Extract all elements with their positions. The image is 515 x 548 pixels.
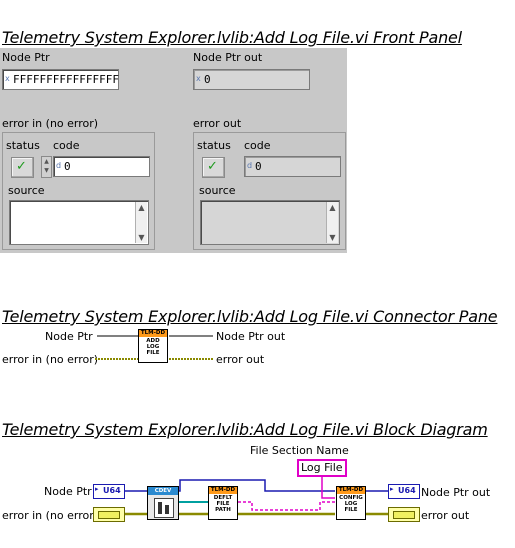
vi-text-line: ADD [146,338,160,344]
error-cluster-icon [98,511,120,519]
file-section-name-label: File Section Name [250,444,349,457]
code-value: 0 [255,160,262,173]
cdev-subvi[interactable]: CDEV [147,486,179,520]
cp-node-ptr-out-label: Node Ptr out [216,330,286,343]
radix-indicator: x [5,74,10,83]
bd-node-ptr-label: Node Ptr [44,485,92,498]
node-ptr-out-terminal[interactable]: ▸ U64 [388,484,420,499]
checkmark-icon: ✓ [207,159,218,174]
cdev-header: CDEV [148,487,178,495]
building-icon [154,498,174,518]
code-label: code [53,139,80,152]
bd-node-ptr-out-label: Node Ptr out [421,486,491,499]
cp-error-out-label: error out [216,353,265,366]
node-ptr-out-label: Node Ptr out [193,51,263,64]
node-ptr-control[interactable]: x FFFFFFFFFFFFFFFF [2,69,119,90]
status-label: status [197,139,231,152]
node-ptr-label: Node Ptr [2,51,50,64]
error-out-terminal[interactable] [388,507,420,522]
code-indicator: d 0 [244,156,341,177]
node-ptr-terminal[interactable]: ▸ U64 [93,484,125,499]
block-diagram-title: Telemetry System Explorer.lvlib:Add Log … [2,420,488,439]
source-text-indicator: ▲▼ [200,200,340,245]
front-panel: Node Ptr x FFFFFFFFFFFFFFFF Node Ptr out… [0,48,347,253]
scroll-down-icon[interactable]: ▼ [329,233,336,242]
vi-text-line: FILE [344,507,358,513]
vi-text-line: PATH [215,507,231,513]
source-label: source [199,184,236,197]
error-cluster-icon [393,511,415,519]
node-ptr-value: FFFFFFFFFFFFFFFF [13,73,119,86]
status-checkbox[interactable]: ✓ [11,157,34,178]
cp-error-in-label: error in (no error) [2,353,99,366]
source-text-area[interactable]: ▲▼ [9,200,149,245]
source-label: source [8,184,45,197]
front-panel-title: Telemetry System Explorer.lvlib:Add Log … [2,28,462,47]
node-ptr-out-indicator: x 0 [193,69,310,90]
bd-wires [124,474,388,516]
node-ptr-out-value: 0 [204,73,211,86]
bd-error-out-label: error out [421,509,470,522]
error-in-cluster: status code ✓ ▲▼ d 0 source ▲▼ [2,132,155,250]
arrow-right-icon: ▸ [95,485,99,493]
path-wire [238,501,335,511]
u64-label: U64 [398,486,416,495]
vi-text-line: FILE [216,501,230,507]
log-file-constant[interactable]: Log File [297,459,347,477]
error-in-label: error in (no error) [2,117,99,130]
error-in-terminal[interactable] [93,507,125,522]
string-wire [321,474,335,499]
code-increment-arrows[interactable]: ▲▼ [41,156,52,178]
vi-text: ADD LOG FILE [139,338,167,356]
cp-node-ptr-label: Node Ptr [45,330,93,343]
scroll-down-icon[interactable]: ▼ [138,233,145,242]
vi-text: DEFLT FILE PATH [209,495,237,513]
vi-header: TLM-DD [337,487,365,494]
config-log-file-subvi[interactable]: TLM-DD CONFIG LOG FILE [336,486,366,520]
status-label: status [6,139,40,152]
connector-pane-title: Telemetry System Explorer.lvlib:Add Log … [2,307,498,326]
code-control[interactable]: d 0 [53,156,150,177]
bd-error-in-label: error in (no error) [2,509,99,522]
vi-text-line: LOG [146,344,160,350]
error-out-label: error out [193,117,242,130]
vi-text-line: LOG [344,501,358,507]
vi-text-line: DEFLT [213,495,233,501]
code-value: 0 [64,160,71,173]
vi-text-line: CONFIG [339,495,363,501]
scrollbar[interactable]: ▲▼ [326,202,338,243]
scroll-up-icon[interactable]: ▲ [329,203,336,212]
deflt-file-path-subvi[interactable]: TLM-DD DEFLT FILE PATH [208,486,238,520]
radix-indicator: x [196,74,201,83]
scrollbar[interactable]: ▲▼ [135,202,147,243]
vi-header: TLM-DD [139,330,167,337]
radix-d-indicator: d [56,161,62,170]
status-led: ✓ [202,157,225,178]
cp-wires [95,335,213,360]
arrow-right-icon: ▸ [390,485,394,493]
code-label: code [244,139,271,152]
scroll-up-icon[interactable]: ▲ [138,203,145,212]
u64-label: U64 [103,486,121,495]
vi-header: TLM-DD [209,487,237,494]
radix-d-indicator: d [247,161,253,170]
u64-wire [178,479,335,492]
vi-text-line: FILE [146,350,160,356]
error-out-cluster: status code ✓ d 0 source ▲▼ [193,132,346,250]
add-log-file-icon[interactable]: TLM-DD ADD LOG FILE [138,329,168,363]
checkmark-icon: ✓ [16,159,27,174]
vi-text: CONFIG LOG FILE [337,495,365,513]
